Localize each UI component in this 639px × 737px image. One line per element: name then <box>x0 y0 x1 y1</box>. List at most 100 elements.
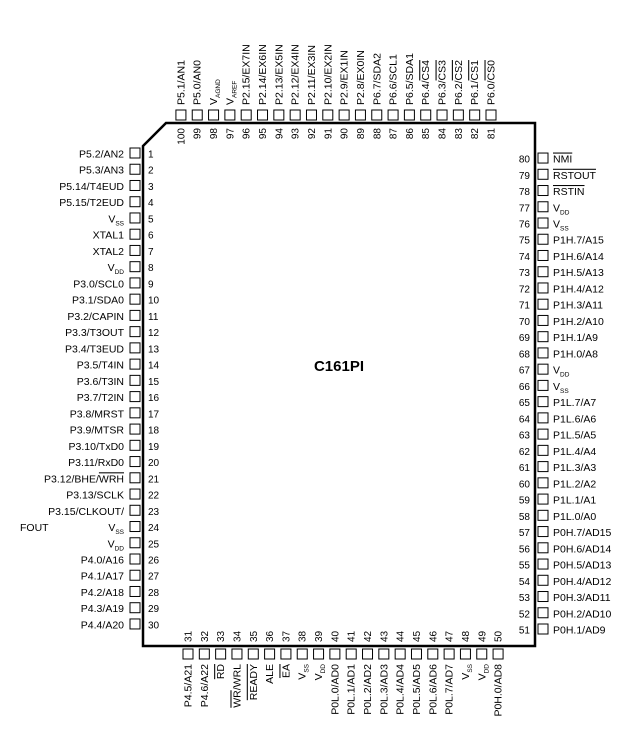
pin-label: P4.3/A19 <box>81 603 124 615</box>
pin-extra-label: FOUT <box>20 522 49 534</box>
pin-label: P1L.1/A1 <box>553 495 596 507</box>
pin-label: VDD <box>553 365 570 379</box>
pin-number: 74 <box>519 252 531 263</box>
pin-terminal <box>537 591 549 603</box>
pin-terminal <box>537 249 549 261</box>
pin-terminal <box>452 109 464 121</box>
pin-number: 57 <box>519 528 531 539</box>
pin-terminal <box>537 558 549 570</box>
chip-name: C161PI <box>314 358 364 375</box>
pin-number: 5 <box>148 214 154 225</box>
pin-number: 10 <box>148 296 160 307</box>
pin-label: P4.2/A18 <box>81 587 124 599</box>
pin-label: P3.5/T4IN <box>77 360 124 372</box>
pin-number: 59 <box>519 496 531 507</box>
pin-number: 7 <box>148 247 154 258</box>
pin-terminal <box>394 648 406 660</box>
pin-label: P6.2/CS2 <box>453 60 465 105</box>
pin-number: 36 <box>265 630 276 642</box>
pin-label: P1H.2/A10 <box>553 316 604 328</box>
chip-body <box>141 121 537 648</box>
pin-label: P0H.2/AD10 <box>553 608 612 620</box>
pin-label: P3.10/TxD0 <box>69 441 125 453</box>
pin-terminal <box>289 109 301 121</box>
pin-label: P6.4/CS4 <box>420 60 432 105</box>
pin-label: VSS <box>108 522 124 536</box>
pin-number: 6 <box>148 231 154 242</box>
pin-terminal <box>322 109 334 121</box>
pin-terminal <box>129 423 141 435</box>
pin-label: P1L.5/A5 <box>553 430 596 442</box>
pin-terminal <box>129 244 141 256</box>
pin-number: 65 <box>519 398 531 409</box>
pin-terminal <box>273 109 285 121</box>
pin-label: P0H.3/AD11 <box>553 592 611 604</box>
pin-55: 55 P0H.5/AD13 <box>519 558 612 572</box>
pin-number: 78 <box>519 187 531 198</box>
pin-terminal <box>537 152 549 164</box>
pin-terminal <box>362 648 374 660</box>
pin-number: 60 <box>519 479 531 490</box>
pin-label: P4.0/A16 <box>81 555 124 567</box>
pin-number: 88 <box>372 128 383 140</box>
pin-number: 3 <box>148 182 154 193</box>
pin-label: P0L.3/AD3 <box>378 664 390 715</box>
pin-number: 98 <box>209 128 220 140</box>
pin-label: P0L.7/AD7 <box>444 664 456 715</box>
pin-terminal <box>537 266 549 278</box>
pin-label: P1H.3/A11 <box>553 300 603 312</box>
pin-terminal <box>537 428 549 440</box>
pin-terminal <box>476 648 488 660</box>
pin-label: VDD <box>313 664 327 681</box>
pin-terminal <box>537 607 549 619</box>
pin-number: 49 <box>477 630 488 642</box>
pin-label: P6.0/CS0 <box>486 60 498 105</box>
pin-number: 55 <box>519 561 531 572</box>
pin-number: 23 <box>148 507 160 518</box>
pin-number: 100 <box>176 128 187 145</box>
pin-label: P0H.1/AD9 <box>553 625 606 637</box>
pin-terminal <box>129 374 141 386</box>
pin-terminal <box>224 109 236 121</box>
pin-terminal <box>129 179 141 191</box>
pin-label: P0L.2/AD2 <box>362 664 374 715</box>
pin-label: P3.11/RxD0 <box>68 457 124 469</box>
pin-label: XTAL1 <box>93 230 124 242</box>
pin-terminal <box>129 212 141 224</box>
pin-number: 51 <box>519 626 531 637</box>
pin-terminal <box>537 461 549 473</box>
pin-label: P1L.3/A3 <box>553 462 596 474</box>
pin-label: P3.13/SCLK <box>66 490 124 502</box>
pin-number: 56 <box>519 544 531 555</box>
pin-label: P0H.5/AD13 <box>553 560 612 572</box>
pin-number: 79 <box>519 171 531 182</box>
pin-label: VDD <box>476 664 490 681</box>
pin-label: P0H.4/AD12 <box>553 576 612 588</box>
pin-terminal <box>129 163 141 175</box>
pin-6: 6 XTAL1 <box>93 228 154 242</box>
pin-terminal <box>215 648 227 660</box>
pins-layer: 1P5.2/AN22P5.3/AN33P5.14/T4EUD4P5.15/T2E… <box>20 44 612 716</box>
pin-terminal <box>257 109 269 121</box>
pin-label: P1L.4/A4 <box>553 446 596 458</box>
pin-number: 41 <box>347 630 358 642</box>
